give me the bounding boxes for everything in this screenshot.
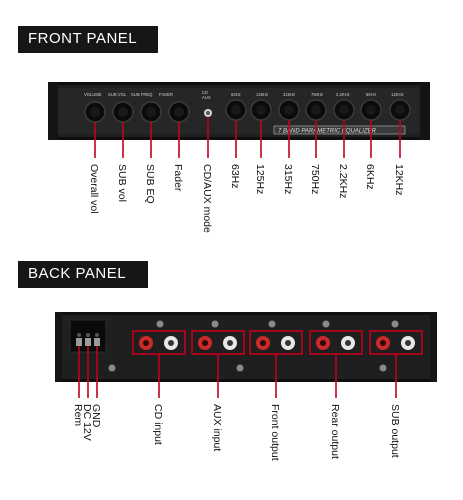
- callout-6khz: 6KHz: [364, 164, 376, 190]
- callout-rear-output: Rear output: [329, 404, 341, 459]
- callout-fader: Fader: [172, 164, 184, 192]
- front-callout-labels: Overall vol SUB vol SUB EQ Fader CD/AUX …: [88, 164, 405, 233]
- panel-label: 750Hz: [311, 92, 323, 97]
- callout-315hz: 315Hz: [282, 164, 294, 194]
- back-panel-unit: [55, 312, 437, 382]
- callout-2-2khz: 2.2KHz: [337, 164, 349, 198]
- eq-label: 7 BAND PARAMETRIC EQUALIZER: [278, 128, 377, 134]
- rca-rear-output[interactable]: [309, 330, 363, 355]
- panel-label: AUX: [202, 95, 211, 100]
- sub-freq-knob[interactable]: [140, 101, 162, 123]
- callout-sub-eq: SUB EQ: [144, 164, 156, 204]
- cd-aux-button[interactable]: [204, 109, 212, 117]
- callout-rem: Rem: [72, 404, 84, 426]
- front-panel-unit: VOLUME SUB VOL SUB FREQ FADER CD AUX 63H…: [48, 82, 430, 140]
- panel-label: 12KHz: [391, 92, 404, 97]
- volume-knob[interactable]: [84, 101, 106, 123]
- panel-label: 6KHz: [366, 92, 376, 97]
- front-callout-lines: [94, 118, 401, 158]
- panel-label: CD: [202, 90, 208, 95]
- callout-cd-aux-mode: CD/AUX mode: [201, 164, 213, 233]
- callout-overall-vol: Overall vol: [88, 164, 100, 214]
- back-callout-labels: Rem DC 12V GND CD input AUX input Front …: [72, 404, 401, 461]
- callout-gnd: GND: [90, 404, 102, 428]
- callout-750hz: 750Hz: [309, 164, 321, 194]
- front-knobs: [84, 99, 411, 123]
- eq-750hz-knob[interactable]: [305, 99, 327, 121]
- panel-label: 315Hz: [283, 92, 295, 97]
- eq-12khz-knob[interactable]: [389, 99, 411, 121]
- back-callout-lines: [78, 346, 397, 398]
- callout-125hz: 125Hz: [254, 164, 266, 194]
- callout-dc-12v: DC 12V: [81, 404, 93, 441]
- callout-aux-input: AUX input: [211, 404, 223, 451]
- panel-label: 125Hz: [256, 92, 268, 97]
- panel-screws: [108, 320, 399, 372]
- panel-label: SUB FREQ: [131, 92, 153, 97]
- panel-label: 2.2KHz: [336, 92, 350, 97]
- callout-sub-output: SUB output: [389, 404, 401, 458]
- panel-label: 63Hz: [231, 92, 241, 97]
- front-panel-title: FRONT PANEL: [18, 26, 158, 53]
- eq-6khz-knob[interactable]: [360, 99, 382, 121]
- callout-sub-vol: SUB vol: [116, 164, 128, 202]
- callout-12khz: 12KHz: [393, 164, 405, 196]
- callout-cd-input: CD input: [152, 404, 164, 445]
- eq-63hz-knob[interactable]: [225, 99, 247, 121]
- callout-63hz: 63Hz: [229, 164, 241, 189]
- fader-knob[interactable]: [168, 101, 190, 123]
- panel-label: SUB VOL: [108, 92, 127, 97]
- callout-front-output: Front output: [269, 404, 281, 461]
- panel-label: FADER: [159, 92, 173, 97]
- eq-315hz-knob[interactable]: [278, 99, 300, 121]
- eq-2-2khz-knob[interactable]: [333, 99, 355, 121]
- front-panel-labels: VOLUME SUB VOL SUB FREQ FADER CD AUX 63H…: [84, 90, 404, 100]
- eq-label-strip: [273, 125, 406, 135]
- sub-vol-knob[interactable]: [112, 101, 134, 123]
- panel-label: VOLUME: [84, 92, 102, 97]
- eq-125hz-knob[interactable]: [250, 99, 272, 121]
- back-panel-title: BACK PANEL: [18, 261, 148, 288]
